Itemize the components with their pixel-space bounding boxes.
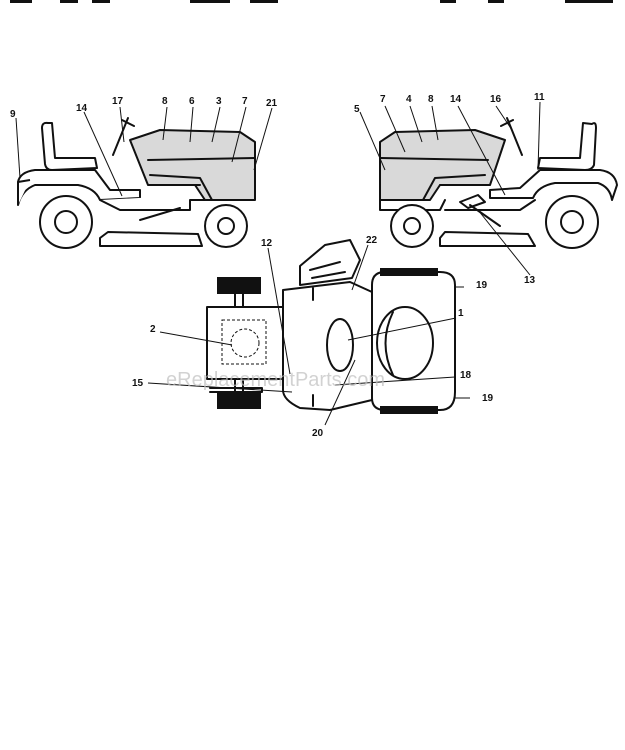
seat-right: [537, 122, 597, 171]
rear-tire-top: [380, 268, 438, 276]
callout-6: 6: [189, 96, 195, 107]
steering-wheel-right: [500, 117, 523, 156]
hood-seam-left: [147, 157, 256, 186]
seat-left: [41, 121, 98, 171]
callout-9: 9: [10, 109, 16, 120]
callout-3: 3: [216, 96, 222, 107]
engine-outline: [221, 319, 267, 365]
callout-22: 22: [366, 235, 378, 246]
hood-left: [129, 129, 256, 201]
callout-8-left: 8: [162, 96, 168, 107]
callout-20: 20: [312, 428, 324, 439]
tractor-right-side-view: [379, 117, 618, 249]
rear-body-right: [489, 169, 618, 201]
callout-21: 21: [266, 98, 278, 109]
callout-18: 18: [460, 370, 472, 381]
callout-7-right: 7: [380, 94, 386, 105]
seat-top: [376, 306, 434, 380]
callout-1: 1: [458, 308, 464, 319]
callout-5: 5: [354, 104, 360, 115]
rear-tire-bottom: [380, 406, 438, 414]
tractor-left-side-view: [17, 117, 256, 249]
watermark: eReplacementParts.com: [166, 369, 385, 391]
cropped-header-row: [10, 0, 613, 3]
callout-14-left: 14: [76, 103, 88, 114]
callout-11: 11: [534, 92, 545, 103]
callout-15: 15: [132, 378, 144, 389]
rear-body-left: [17, 169, 141, 206]
callout-19-bottom: 19: [482, 393, 494, 404]
front-tire-top: [217, 277, 261, 294]
callout-12: 12: [261, 238, 273, 249]
callout-4: 4: [406, 94, 412, 105]
callout-numbers: 9 14 17 8 6 3 7 21 5 7 4 8 14 16 11 13 1…: [10, 92, 545, 439]
tractor-top-view: [206, 239, 456, 414]
leader-lines: [15, 101, 541, 426]
hood-right: [379, 129, 506, 201]
mower-deck-left: [99, 231, 203, 247]
steering-wheel-left: [112, 117, 135, 156]
dash-ellipse: [326, 318, 354, 372]
steering-console-top: [299, 239, 361, 286]
mower-deck-right: [439, 231, 536, 247]
front-tire-bottom: [217, 392, 261, 409]
callout-8-right: 8: [428, 94, 434, 105]
callout-16: 16: [490, 94, 502, 105]
callout-17: 17: [112, 96, 124, 107]
callout-14-right: 14: [450, 94, 462, 105]
callout-7-left: 7: [242, 96, 248, 107]
callout-19-top: 19: [476, 280, 488, 291]
callout-2: 2: [150, 324, 156, 335]
hood-seam-right: [379, 157, 489, 186]
callout-13: 13: [524, 275, 536, 286]
